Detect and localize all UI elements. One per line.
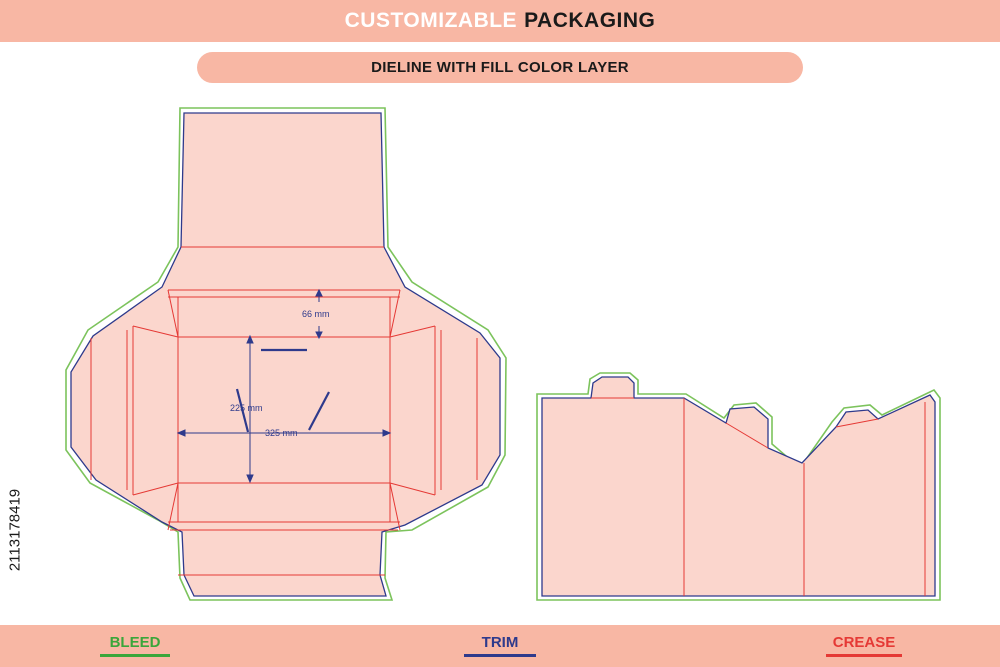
legend-crease: CREASE [826,634,902,657]
height-label: 225 mm [230,403,263,413]
stock-id-watermark: 2113178419 [3,430,27,630]
legend-bleed-label: BLEED [109,634,161,651]
legend-bar [0,625,1000,667]
right-crease-lines [591,397,926,596]
legend-crease-line [826,654,902,657]
right-trim-outline [541,376,936,597]
title-packaging: PACKAGING [524,9,656,32]
left-crease-lines [90,246,478,576]
title-customizable: CUSTOMIZABLE [344,9,518,32]
subtitle-text: DIELINE WITH FILL COLOR LAYER [371,59,629,76]
width-label: 325 mm [265,428,298,438]
right-bleed-outline [536,372,941,601]
legend-trim: TRIM [464,634,536,657]
subtitle-pill: DIELINE WITH FILL COLOR LAYER [197,52,803,83]
dimension-arrows [176,288,392,484]
top-banner: CUSTOMIZABLE PACKAGING [0,0,1000,42]
legend-trim-label: TRIM [481,634,519,651]
stock-id-text: 2113178419 [6,488,24,572]
legend-bleed-line [100,654,170,657]
depth-label: 66 mm [302,309,330,319]
legend-trim-line [464,654,536,657]
left-bleed-outline [65,107,507,601]
legend-crease-label: CREASE [832,634,896,651]
left-trim-outline [70,112,501,597]
legend-bleed: BLEED [100,634,170,657]
left-slots [235,348,330,433]
